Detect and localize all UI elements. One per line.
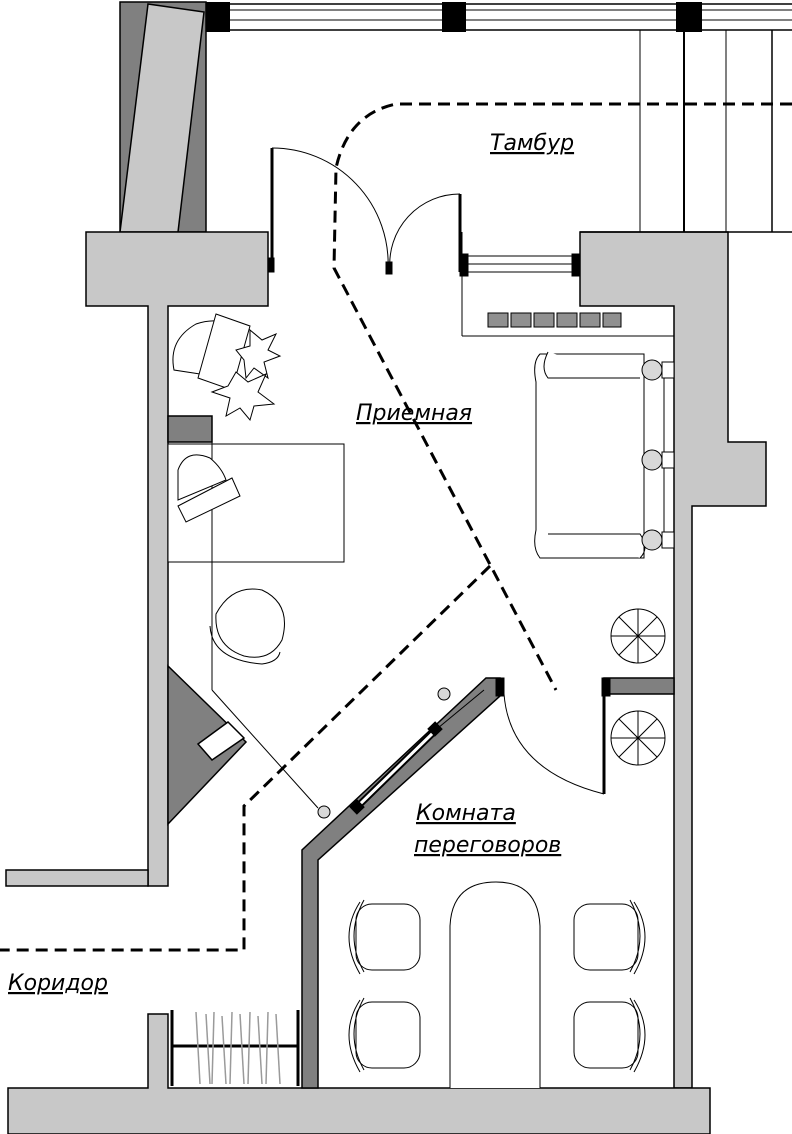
cabinet-block [167, 415, 213, 443]
label-meeting-room-line1: Комната [416, 801, 516, 826]
meeting-table [449, 881, 541, 1088]
meeting-room-door[interactable] [495, 677, 611, 795]
sofa-icon [534, 351, 675, 559]
vestibule-panels [580, 30, 792, 233]
meeting-chair-icon [348, 997, 421, 1073]
wall-lamp-icon [610, 710, 666, 766]
desk-lamp-icon [177, 454, 241, 523]
dashed-lines [0, 102, 792, 952]
front-window [459, 232, 674, 337]
top-window [206, 2, 792, 32]
wall-bottom [7, 1013, 711, 1134]
label-vestibule: Тамбур [490, 131, 574, 156]
wall-lamp-icon [610, 608, 666, 664]
meeting-chair-icon [573, 899, 646, 975]
sliding-door[interactable] [317, 687, 485, 819]
radiator [487, 312, 622, 328]
label-meeting-room-line2: переговоров [414, 833, 561, 858]
desk-chair-icon [209, 588, 285, 665]
wall-right [579, 231, 767, 1089]
meeting-chair-icon [348, 899, 421, 975]
walls [5, 1, 767, 1134]
entrance-double-door[interactable] [267, 147, 462, 275]
label-reception: Приемная [356, 401, 472, 426]
coat-rack-icon [170, 1010, 300, 1086]
corner-cabinet-door [196, 721, 246, 761]
label-corridor: Коридор [8, 971, 108, 996]
desk-diagonal [211, 689, 319, 809]
plant-icon [172, 313, 282, 422]
meeting-chair-icon [573, 997, 646, 1073]
wall-upper-left [85, 231, 269, 887]
wall-stub-right [603, 677, 675, 695]
wall-corridor-top [5, 869, 149, 887]
